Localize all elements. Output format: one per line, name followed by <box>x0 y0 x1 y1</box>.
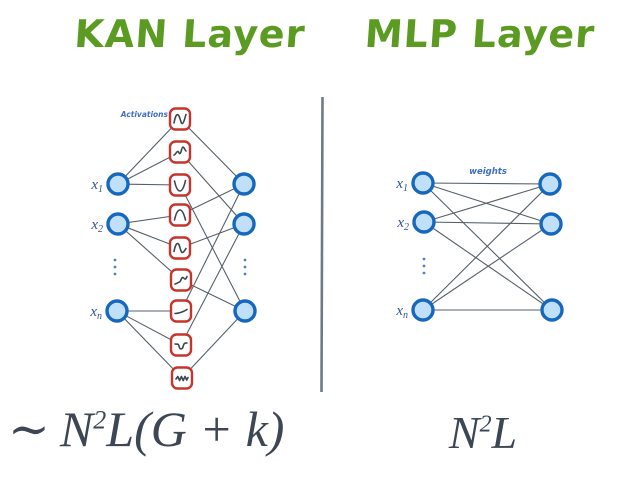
formula-base: N <box>59 401 94 457</box>
activation-box-frame <box>168 203 192 227</box>
ellipsis-dot <box>422 271 426 275</box>
activation-box-frame <box>169 299 193 323</box>
edge-line <box>179 151 245 225</box>
output-node <box>232 172 256 196</box>
activation-curve-peak-dip <box>173 242 187 254</box>
edge-line <box>422 183 551 311</box>
input-node <box>411 298 435 322</box>
activation-curve-step <box>174 342 188 350</box>
activation-curve-sine <box>173 113 187 125</box>
formula-rest: L <box>491 407 518 458</box>
edge-line <box>422 182 551 185</box>
activation-box <box>170 366 194 390</box>
activation-box <box>168 140 192 164</box>
activation-box-frame <box>168 173 192 197</box>
formula-base: N <box>448 407 480 458</box>
input-label: x2 <box>396 215 409 233</box>
formula-exponent: 2 <box>479 411 492 438</box>
output-node <box>539 212 563 236</box>
input-node <box>106 212 130 236</box>
activation-box <box>168 203 192 227</box>
activation-curve-bump <box>173 209 187 221</box>
activation-box <box>168 173 192 197</box>
ellipsis-dot <box>243 265 247 269</box>
input-node <box>106 172 130 196</box>
edge-line <box>422 223 552 311</box>
activation-box <box>169 333 193 357</box>
kan-complexity-formula: ∼N2L(G + k) <box>8 402 284 457</box>
activation-box-frame <box>169 333 193 357</box>
ellipsis-dot <box>422 257 426 261</box>
ellipsis-dot <box>243 272 247 276</box>
output-node <box>232 212 256 236</box>
activation-box-frame <box>168 140 192 164</box>
kan-diagram: x1 x2 xn Activations <box>89 107 257 390</box>
edge-line <box>116 310 183 379</box>
output-node <box>538 172 562 196</box>
input-label: x1 <box>90 177 103 195</box>
activation-curve-rise-bump <box>174 275 188 285</box>
edge-line <box>117 223 182 281</box>
activation-curve-zigzag <box>175 375 189 382</box>
edge-line <box>423 183 551 223</box>
input-node <box>411 171 435 195</box>
activation-curve-u <box>173 179 187 192</box>
input-label: x2 <box>90 217 103 235</box>
edge-line <box>423 221 552 225</box>
ellipsis-dot <box>113 265 117 269</box>
input-node <box>105 299 129 323</box>
edge-line <box>181 310 246 379</box>
edge-line <box>179 118 245 185</box>
annotation-label: Activations <box>120 110 169 119</box>
ellipsis-dot <box>422 264 426 268</box>
activation-curve-double-bump <box>173 146 187 156</box>
input-label: xn <box>395 303 408 321</box>
activation-curve-flat-rise <box>174 308 188 315</box>
output-node <box>233 299 257 323</box>
formula-exponent: 2 <box>93 405 107 435</box>
edge-line <box>117 118 181 185</box>
tilde-symbol: ∼ <box>8 401 50 457</box>
ellipsis-dot <box>113 258 117 262</box>
output-node <box>540 298 564 322</box>
edge-line <box>180 183 245 312</box>
mlp-complexity-formula: N2L <box>383 407 583 459</box>
activation-box <box>169 268 193 292</box>
formula-rest: L(G + k) <box>106 401 285 457</box>
panel-divider <box>320 96 324 393</box>
edge-line <box>180 223 245 346</box>
ellipsis-dot <box>243 258 247 262</box>
mlp-diagram: x1 x2 xn weights <box>395 167 564 322</box>
activation-box <box>169 299 193 323</box>
input-label: x1 <box>395 176 408 194</box>
ellipsis-dot <box>113 272 117 276</box>
activation-box <box>168 236 192 260</box>
input-label: xn <box>89 304 102 322</box>
input-node <box>412 210 436 234</box>
annotation-label: weights <box>469 167 507 177</box>
activation-box <box>168 107 192 131</box>
